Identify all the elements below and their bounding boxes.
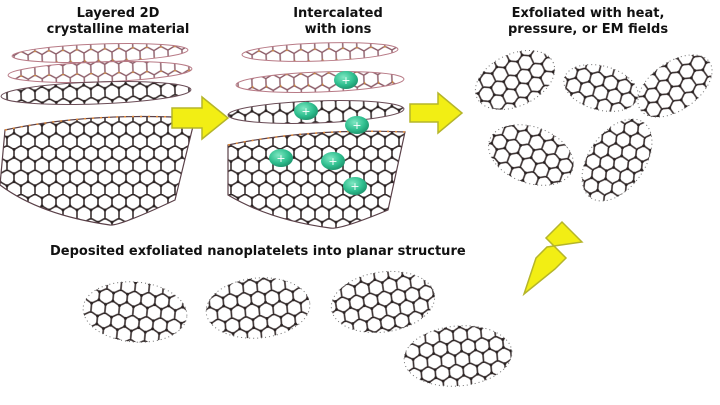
platelet [403, 325, 513, 387]
front-lattice [227, 130, 406, 229]
ion-icon: + [334, 71, 358, 89]
platelet [488, 124, 574, 186]
layer-sheet [235, 71, 405, 93]
ion-icon: + [321, 152, 345, 170]
step-label-layered: Layered 2D crystalline material [46, 6, 190, 37]
platelet [330, 270, 436, 334]
ions: + + + + + + [269, 71, 369, 195]
svg-text:+: + [276, 152, 285, 165]
platelet [205, 277, 311, 339]
ion-icon: + [269, 149, 293, 167]
platelet [563, 64, 639, 112]
ion-icon: + [345, 116, 369, 134]
layer-sheet [7, 61, 193, 83]
step-label-deposited: Deposited exfoliated nanoplatelets into … [50, 244, 466, 259]
ion-icon: + [294, 102, 318, 120]
svg-text:+: + [350, 180, 359, 193]
layer-sheet [0, 81, 192, 105]
arrow-right-icon [171, 95, 230, 141]
step-label-intercalated: Intercalated with ions [293, 6, 383, 37]
step-label-exfoliated: Exfoliated with heat, pressure, or EM fi… [507, 6, 669, 37]
layer-sheet [241, 42, 399, 62]
svg-text:+: + [352, 119, 361, 132]
platelet [474, 49, 556, 111]
arrow-down-left-icon [522, 220, 584, 297]
deposited-planar-structure [82, 270, 513, 387]
ion-icon: + [343, 177, 367, 195]
platelet [82, 281, 188, 343]
arrow-right-icon [409, 91, 464, 135]
intercalated-stack [227, 42, 406, 229]
svg-text:+: + [301, 105, 310, 118]
layered-crystal-stack [0, 42, 196, 226]
layer-sheet [11, 42, 189, 64]
platelet [581, 118, 653, 202]
svg-text:+: + [341, 74, 350, 87]
platelet [637, 54, 713, 118]
front-lattice [0, 115, 196, 226]
svg-text:+: + [328, 155, 337, 168]
exfoliated-platelets [474, 49, 713, 202]
